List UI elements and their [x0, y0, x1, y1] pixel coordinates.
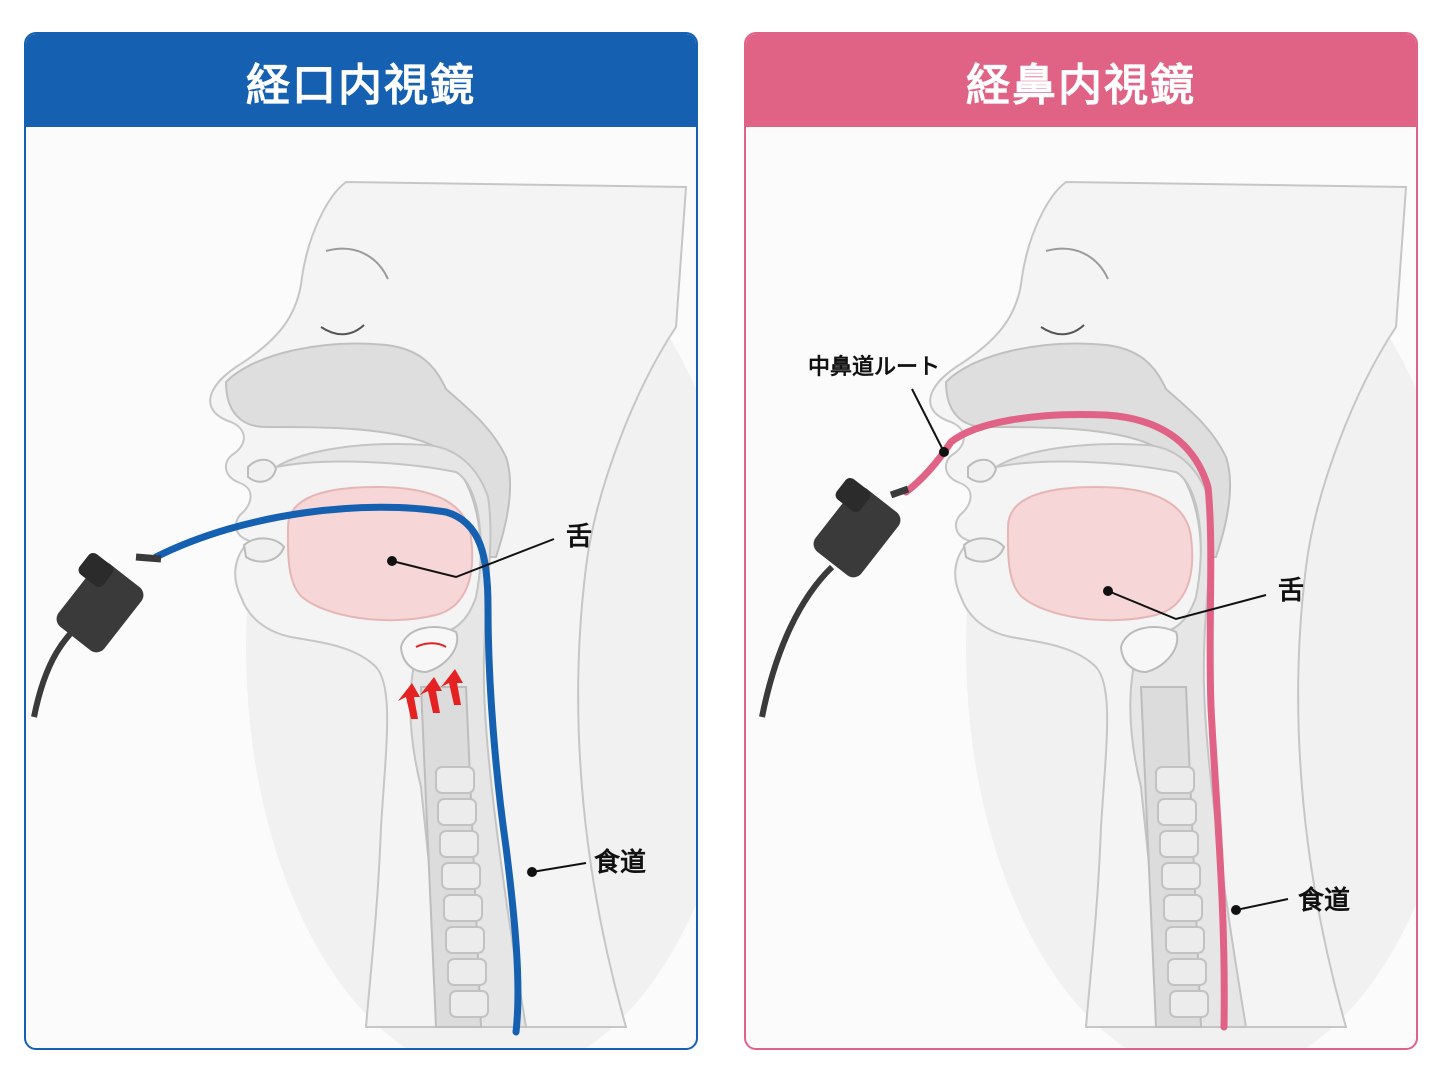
eye-icon: [320, 324, 365, 336]
nasal-cavity: [944, 342, 1232, 558]
upper-lip: [967, 458, 998, 483]
oral-endoscopy-title: 経口内視鏡: [26, 34, 696, 127]
tongue-shape: [286, 485, 474, 622]
gag-reflex-arrow-icon: [398, 642, 463, 719]
spine: [435, 766, 489, 1018]
oral-endoscopy-diagram: 舌 食道: [31, 180, 696, 1048]
endoscope-handle-icon: [759, 477, 910, 718]
epiglottis: [1119, 626, 1179, 674]
eye-icon: [1040, 324, 1085, 336]
tongue-label: 舌: [1278, 576, 1304, 606]
route-label: 中鼻道ルート: [808, 354, 940, 380]
eyebrow: [325, 247, 389, 280]
nasal-endoscopy-diagram: 中鼻道ルート 舌 食道: [759, 180, 1416, 1048]
route-leader: [911, 388, 945, 453]
endoscope-handle-icon: [31, 552, 162, 718]
oral-endoscopy-panel: 経口内視鏡: [24, 32, 698, 1050]
upper-lip: [247, 458, 278, 483]
nasal-cavity: [224, 342, 512, 558]
tongue-leader: [1107, 590, 1267, 621]
esophagus-leader: [1235, 898, 1289, 911]
endoscope-tube: [152, 503, 522, 1036]
eyebrow: [1045, 247, 1109, 280]
tongue-label: 舌: [566, 522, 592, 552]
spine: [1155, 766, 1209, 1018]
lower-lip: [962, 537, 1006, 563]
nasal-endoscopy-title: 経鼻内視鏡: [746, 34, 1416, 127]
esophagus-label: 食道: [594, 847, 646, 878]
esophagus-leader: [531, 862, 587, 873]
tongue-shape: [1006, 485, 1194, 622]
esophagus-label: 食道: [1298, 885, 1350, 916]
nasal-endoscopy-panel: 経鼻内視鏡 中鼻道: [744, 32, 1418, 1050]
tongue-leader: [391, 538, 555, 579]
endoscope-tube: [902, 411, 1228, 1031]
lower-lip: [242, 537, 286, 563]
epiglottis: [399, 626, 459, 674]
